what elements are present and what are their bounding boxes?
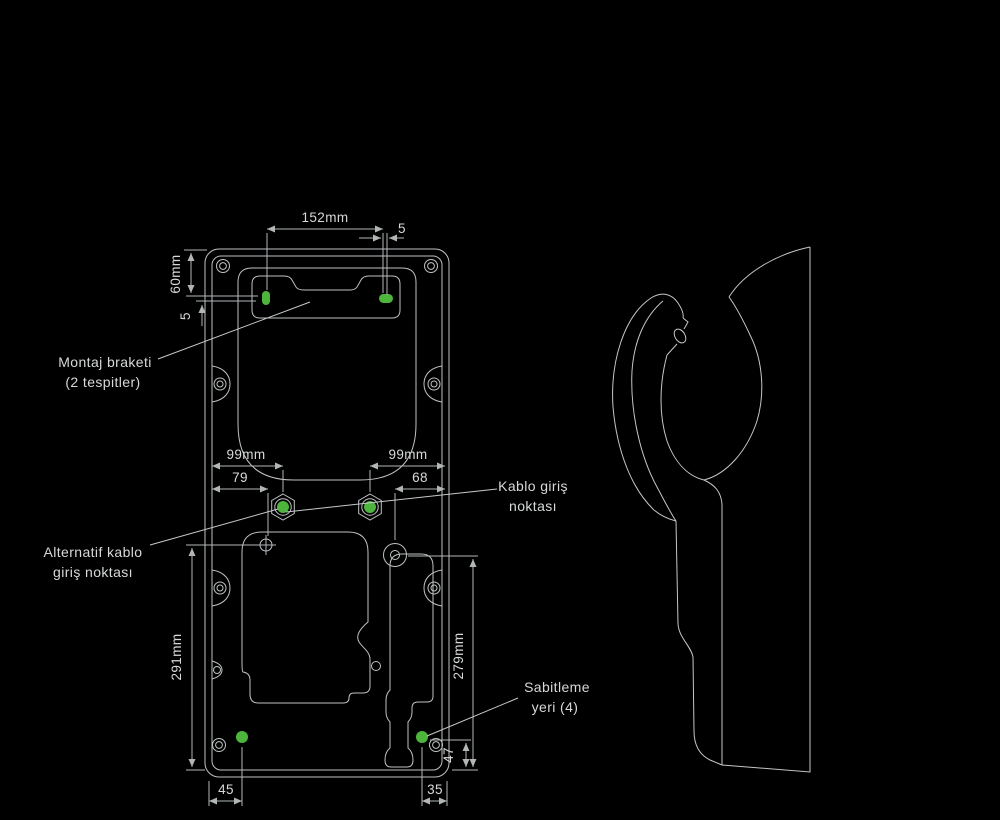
profile-arm-inner [631,300,677,522]
edge-screw-bosses [211,365,443,680]
dim-top-to-slot: 60mm [168,254,183,293]
pilot-holes [256,535,407,671]
cable-entry-leader [285,488,498,513]
plate-outer-outline [204,248,450,778]
dim-right-fixing-height: 279mm [451,632,466,679]
fixing-points-label-line2: yeri (4) [532,699,579,715]
cable-entry-marker-right [364,501,376,513]
alt-cable-entry-label-line2: giriş noktası [53,564,133,580]
dim-fixing-to-bottom: 47 [441,747,456,763]
cable-entry-points [271,493,382,521]
profile-lower-body [675,520,723,766]
dim-bracket-slot-offset: 5 [398,221,406,236]
side-profile-view [612,246,811,773]
profile-sensor-nub [682,317,689,330]
cable-entry-label-line2: noktası [509,498,557,514]
alt-cable-entry-leader [149,508,279,546]
alt-cable-entry-label-line1: Alternatif kablo [43,544,142,560]
rear-cable-entry-hole [383,543,407,567]
profile-arm-tip [653,509,677,522]
mounting-bracket [251,275,401,319]
back-plate-view [204,248,450,778]
plate-inner-outline [211,255,443,771]
fixing-points-leader [426,697,519,737]
profile-body-outline [728,246,811,298]
dimension-lines: 152mm 5 60mm 5 99mm 99mm 79 68 291mm [168,210,478,806]
callouts: Montaj braketi (2 tespitler) Kablo giriş… [43,301,590,737]
profile-back-edge [721,247,811,773]
corner-screw-holes [212,259,443,752]
dim-rear-entry-to-right-edge: 68 [412,470,428,485]
profile-bowl-join [703,479,723,505]
fixing-point-marker-left [236,731,248,743]
bracket-slot-marker-left [262,291,270,305]
dim-bottom-right-offset: 35 [427,782,443,797]
upper-cutout [237,267,417,481]
dim-entry-to-right-edge: 99mm [388,447,427,462]
mounting-bracket-label-line2: (2 tespitler) [65,374,140,390]
lower-cutout-right [384,553,434,768]
fixing-points-label-line1: Sabitleme [524,679,590,695]
profile-bowl [660,296,763,481]
dim-left-fixing-height: 291mm [169,633,184,680]
profile-nozzle-port [673,328,687,344]
dim-bracket-slot-span: 152mm [301,210,348,225]
bracket-slot-marker-right [379,294,393,303]
dim-bottom-left-offset: 45 [218,782,234,797]
profile-nozzle-line [666,343,678,356]
profile-arm-outer [612,293,684,511]
dim-left-edge-to-entry: 99mm [226,447,265,462]
fixing-point-marker-right [416,731,428,743]
lower-cutout-left [241,531,371,704]
cable-entry-label-line1: Kablo giriş [498,478,568,494]
dim-left-edge-to-pilot: 79 [232,470,248,485]
mounting-bracket-leader [157,301,311,360]
cable-entry-marker-left [277,501,289,513]
mounting-bracket-label-line1: Montaj braketi [58,354,152,370]
dim-slot-drop: 5 [178,312,193,320]
